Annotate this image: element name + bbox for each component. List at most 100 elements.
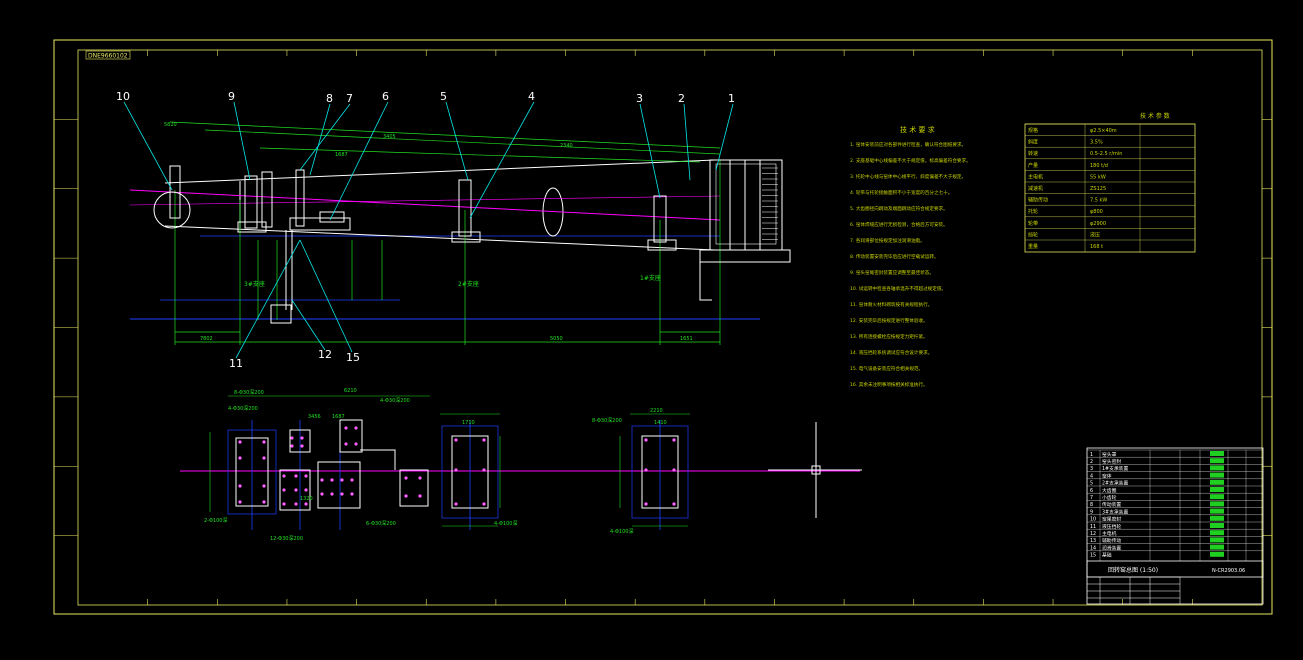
dim-right: 1651 [680,336,693,342]
part-mark [1210,551,1224,557]
part-no: 12 [1090,531,1096,537]
dim-left: 7802 [200,336,213,342]
note-line: 7. 各润滑部位按规定加注润滑油脂。 [850,237,925,244]
spec-key: 轮带 [1028,220,1038,227]
note-line: 8. 传动装置安装完毕后应进行空载试运转。 [850,253,939,260]
spec-key: 重量 [1028,243,1038,250]
spec-title: 技 术 参 数 [1140,112,1170,120]
spec-key: 挡轮 [1028,231,1038,238]
callout-numbers: 1 2 3 4 5 6 7 8 9 10 11 12 15 [116,90,735,370]
spec-key: 转速 [1028,150,1038,157]
part-no: 13 [1090,538,1096,544]
part-no: 3 [1090,466,1093,472]
notes-lines: 1. 窑体安装前应对各部件进行检查，确认符合图纸要求。2. 支座基础中心线偏差不… [850,141,971,388]
callout-8: 8 [326,92,333,105]
part-mark [1210,479,1224,485]
spec-key: 减速机 [1028,185,1043,192]
part-no: 4 [1090,473,1093,479]
spec-value: 液压 [1090,231,1100,238]
note-line: 15. 电气设备安装应符合相关规范。 [850,365,923,372]
foundation-plans: 8-Φ30深200 4-Φ30深200 2-Φ100深 12-Φ30深200 6… [180,388,860,542]
note-line: 3. 托轮中心线与窑体中心线平行，斜度偏差不大于规定。 [850,173,966,180]
spec-value: 0.5-2.5 r/min [1090,151,1122,157]
kiln-centerline [129,189,721,221]
dim-mid: 5050 [550,336,563,342]
spec-value: 180 t/d [1090,163,1108,169]
plan-w2: 1410 [654,420,667,426]
support-2 [451,179,481,243]
pier-1-label: 1#支座 [640,274,661,282]
pier-2-label: 2#支座 [458,280,479,288]
note-line: 4. 轮带与托轮接触面积不小于宽度的百分之七十。 [850,189,952,196]
part-no: 10 [1090,517,1096,523]
part-name: 基础 [1102,552,1112,559]
spec-key: 规格 [1028,127,1038,134]
part-mark [1210,494,1224,500]
part-mark [1210,472,1224,478]
part-no: 11 [1090,524,1096,530]
part-name: 窑体 [1102,472,1112,479]
plan-w1: 2210 [650,408,663,414]
dim-seg-a: 2340 [560,143,573,149]
spec-key: 主电机 [1028,173,1043,180]
plan-labels: 8-Φ30深200 4-Φ30深200 2-Φ100深 12-Φ30深200 6… [204,388,667,542]
dim-main: 5820 [164,122,177,128]
spec-key: 辅助传动 [1028,197,1048,204]
part-mark [1210,501,1224,507]
zone-ticks [54,50,1272,605]
callout-5: 5 [440,90,447,103]
spec-key: 产量 [1028,162,1038,169]
part-mark [1210,451,1224,456]
kiln-elevation: 1 2 3 4 5 6 7 8 9 10 11 12 15 3#支座 2#支座 … [116,90,791,370]
plan-w4: 3456 [308,414,321,420]
drawing-number-stamp: DNE9660102 [85,50,131,60]
callout-11: 11 [229,357,243,370]
support-labels: 3#支座 2#支座 1#支座 [244,274,661,288]
note-line: 9. 窑头窑尾密封装置应调整至最佳状态。 [850,269,934,276]
pier-3-label: 3#支座 [244,280,265,288]
note-line: 16. 其余未注明事项按相关标准执行。 [850,381,928,388]
spec-value: ZS125 [1090,186,1106,192]
part-name: 小齿轮 [1102,494,1117,501]
foundation-plan-c [441,425,499,519]
note-line: 2. 支座基础中心线偏差不大于规定值，标高偏差符合要求。 [850,157,971,164]
callout-4: 4 [528,90,535,103]
part-name: 窑尾密封 [1102,516,1121,523]
plan-w5: 1687 [332,414,345,420]
part-no: 1 [1090,452,1093,458]
spec-value: φ2.5×40m [1090,128,1117,134]
title-code: N-CR2903.06 [1212,568,1245,574]
plan-label-g: 4-Φ100深 [494,520,517,527]
part-mark [1210,515,1224,521]
dimension-texts: 5820 2340 3405 1687 7802 5050 1651 [164,122,693,342]
spec-key: 斜度 [1028,139,1038,146]
dimension-lines [169,121,721,345]
part-no: 2 [1090,459,1093,465]
plan-w7: 6210 [344,388,357,394]
spec-value: 7.5 kW [1090,198,1107,204]
anchor-bolts [238,426,676,506]
part-mark [1210,530,1224,536]
plan-label-e: 6-Φ30深200 [366,520,396,527]
foundation-plan-d [631,425,689,519]
part-no: 14 [1090,545,1096,551]
part-no: 8 [1090,502,1093,508]
notes-title: 技 术 要 求 [900,125,935,134]
callout-2: 2 [678,92,685,105]
spec-value: φ2900 [1090,221,1106,227]
foundation-plan-b [279,419,429,511]
foundation-plan-a [227,429,277,515]
title-grid [1087,576,1181,604]
part-no: 7 [1090,495,1093,501]
part-mark [1210,458,1224,464]
spec-key: 托轮 [1028,208,1038,215]
part-name: 窑头罩 [1102,451,1117,458]
callout-leaders [123,101,734,359]
kiln-hood [699,159,791,301]
part-name: 液压挡轮 [1102,523,1121,530]
part-mark [1210,537,1224,543]
plan-label-f: 4-Φ30深200 [380,397,410,404]
